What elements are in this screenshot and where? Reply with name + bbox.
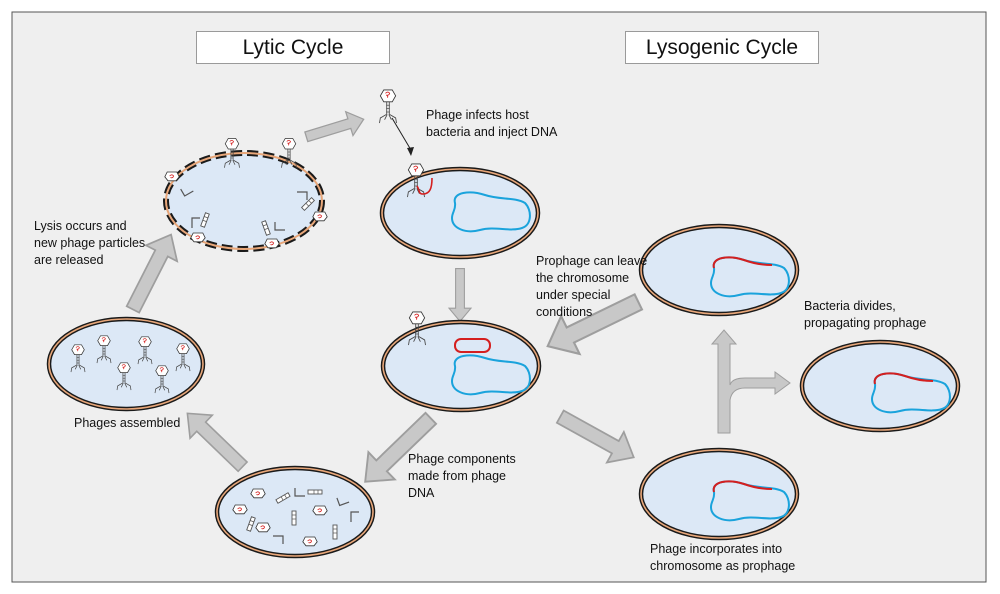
bacterium-assembled: [46, 316, 206, 412]
bacterium-phage-dna: [380, 311, 542, 413]
arrow-assembled-to-lysis: [125, 233, 179, 314]
label-phage-components: Phage components made from phage DNA: [408, 452, 516, 500]
phage-head-icon: [312, 211, 328, 222]
arrow-phage-injection: [391, 117, 414, 156]
phage-tail-fiber-icon: [291, 510, 297, 526]
label-lysis: Lysis occurs and new phage particles are…: [34, 219, 146, 267]
phage-tail-fiber-icon: [307, 489, 323, 495]
bacterium-prophage: [638, 447, 800, 541]
arrow-bacteria-divides: [710, 329, 791, 434]
lytic-cycle-title: Lytic Cycle: [196, 31, 390, 64]
label-bacteria-divides: Bacteria divides, propagating prophage: [804, 299, 927, 330]
arrow-center-to-prophage: [555, 409, 635, 464]
panel-frame: [11, 11, 987, 583]
phage-head-icon: [232, 504, 248, 515]
lysogenic-cycle-title: Lysogenic Cycle: [625, 31, 819, 64]
arrow-center-to-components: [364, 411, 438, 483]
bacterium-components: [214, 465, 376, 559]
label-prophage-leave: Prophage can leave the chromosome under …: [536, 254, 648, 319]
phage-head-icon: [190, 232, 206, 243]
bacterium-prophage-excision: [638, 223, 800, 317]
arrow-infection-down: [447, 268, 473, 323]
phage-tail-fiber-icon: [332, 524, 338, 540]
arrow-components-to-assembled: [186, 412, 249, 473]
phage-head-icon: [264, 238, 280, 249]
arrow-lysis-to-infection: [304, 110, 365, 143]
phage-head-icon: [302, 536, 318, 547]
bacterium-infection: [379, 163, 541, 260]
label-phage-incorporates: Phage incorporates into chromosome as pr…: [650, 542, 796, 573]
bacterium-lysis: [163, 138, 328, 252]
phage-head-icon: [250, 488, 266, 499]
bacterium-divided: [799, 339, 961, 433]
phage-head-icon: [255, 522, 271, 533]
phage-head-icon: [312, 505, 328, 516]
label-phages-assembled: Phages assembled: [74, 416, 181, 430]
phage-head-icon: [164, 171, 180, 182]
label-phage-infects: Phage infects host bacteria and inject D…: [426, 108, 558, 139]
arrow-prophage-leaves: [546, 292, 644, 356]
